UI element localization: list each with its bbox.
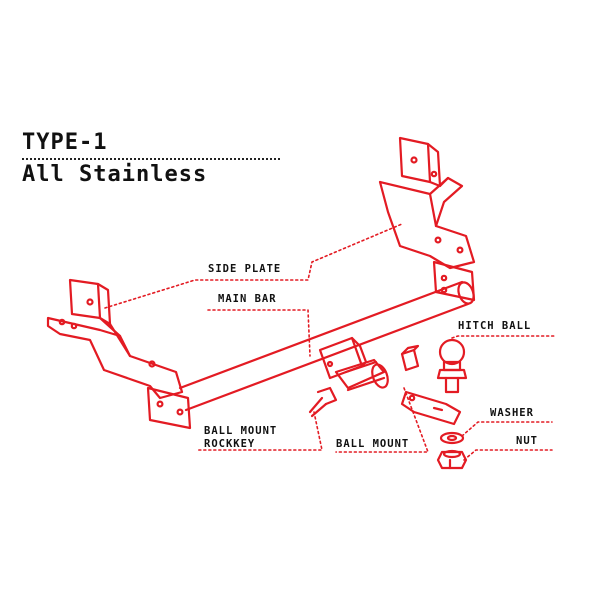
label-ball-mount-rockkey-line2: ROCKKEY — [204, 438, 256, 450]
leader-main-bar — [207, 309, 311, 357]
title-divider — [22, 158, 280, 160]
right-side-plate — [378, 136, 476, 302]
label-hitch-ball: HITCH BALL — [458, 320, 532, 332]
ball-mount-shape — [400, 344, 462, 426]
label-side-plate: SIDE PLATE — [208, 263, 282, 275]
label-ball-mount-rockkey-line1: BALL MOUNT — [204, 425, 278, 437]
label-washer: WASHER — [490, 407, 534, 419]
main-bar-shape — [178, 280, 475, 412]
leader-rockkey — [197, 411, 323, 451]
label-ball-mount: BALL MOUNT — [336, 438, 410, 450]
leader-nut — [463, 449, 553, 461]
label-main-bar: MAIN BAR — [218, 293, 277, 305]
hitch-ball-shape — [436, 338, 468, 394]
diagram-title: TYPE-1 — [22, 130, 108, 155]
leader-side-plate — [104, 223, 403, 309]
diagram-subtitle: All Stainless — [22, 162, 208, 187]
left-side-plate — [46, 278, 192, 430]
leader-hitch-ball — [451, 335, 557, 339]
label-nut: NUT — [516, 435, 538, 447]
leader-washer — [461, 421, 553, 437]
washer-shape — [439, 431, 465, 445]
leader-ball-mount — [335, 387, 430, 453]
nut-shape — [436, 449, 468, 470]
